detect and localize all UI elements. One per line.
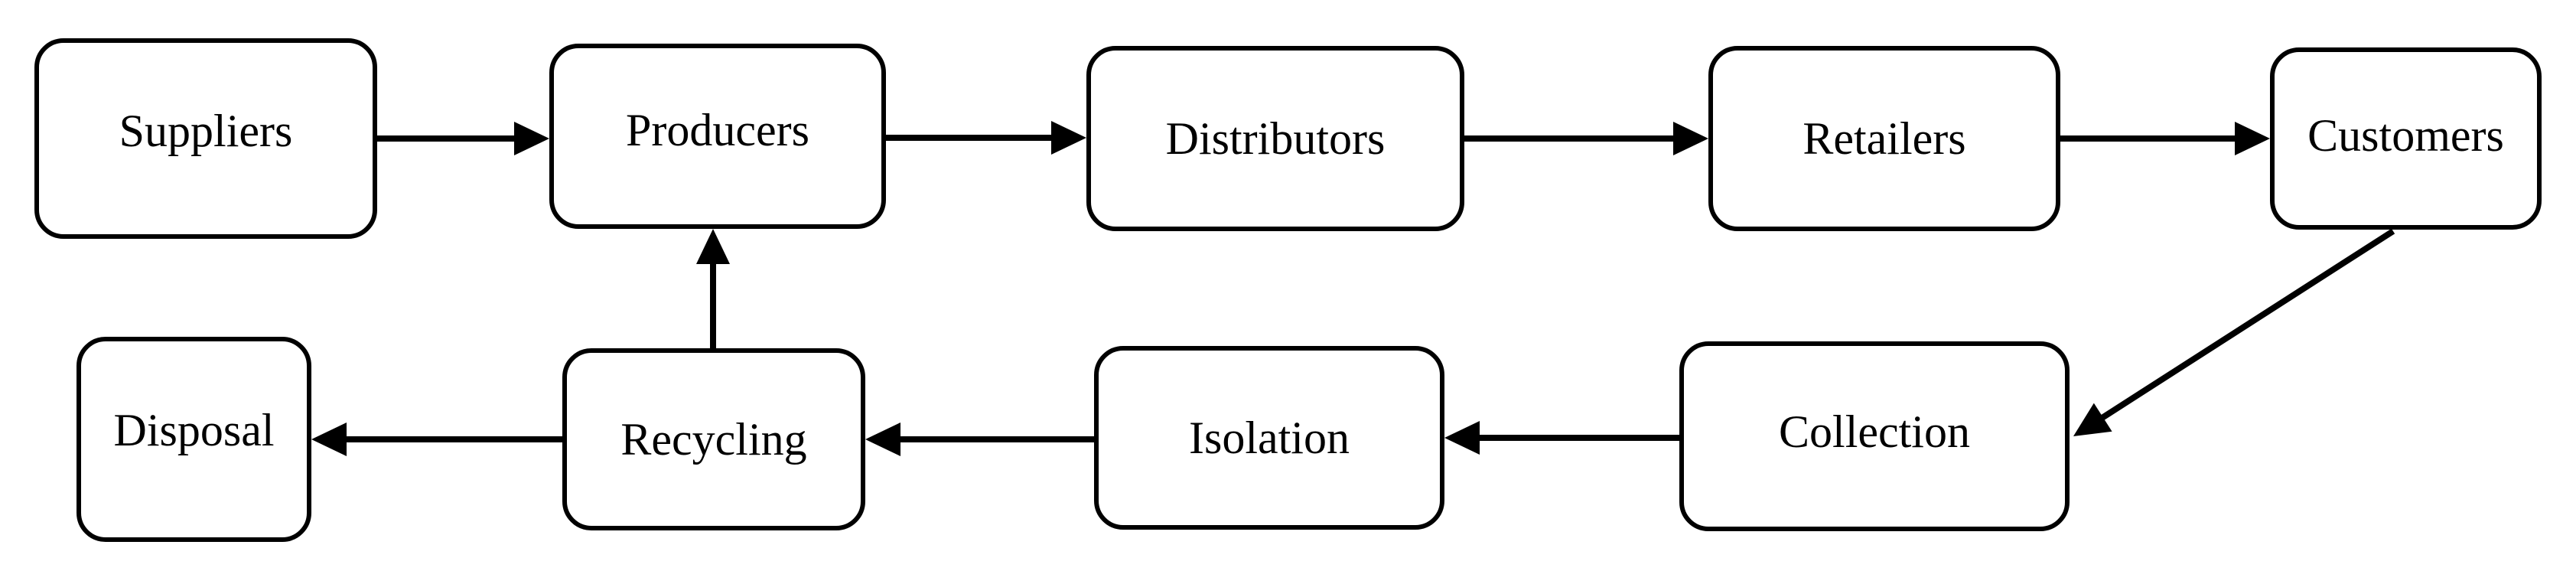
arrow-line-customers-collection bbox=[2099, 228, 2395, 422]
node-label-retailers: Retailers bbox=[1803, 113, 1966, 164]
arrow-recycling-producers bbox=[696, 229, 730, 348]
arrow-isolation-recycling bbox=[865, 423, 1094, 456]
arrow-suppliers-producers bbox=[377, 122, 549, 155]
arrowhead-retailers-customers bbox=[2235, 122, 2270, 155]
node-label-isolation: Isolation bbox=[1189, 413, 1350, 463]
arrowhead-producers-distributors bbox=[1051, 121, 1086, 155]
arrowhead-recycling-disposal bbox=[311, 423, 347, 456]
node-distributors: Distributors bbox=[1086, 46, 1464, 231]
node-label-producers: Producers bbox=[626, 105, 809, 155]
arrowhead-collection-isolation bbox=[1444, 421, 1480, 455]
arrowhead-recycling-producers bbox=[696, 229, 730, 264]
node-customers: Customers bbox=[2270, 47, 2542, 230]
arrowhead-distributors-retailers bbox=[1673, 122, 1708, 155]
arrow-distributors-retailers bbox=[1464, 122, 1708, 155]
node-label-recycling: Recycling bbox=[620, 414, 807, 465]
arrow-producers-distributors bbox=[886, 121, 1086, 155]
arrow-collection-isolation bbox=[1444, 421, 1679, 455]
node-label-disposal: Disposal bbox=[113, 405, 275, 455]
node-isolation: Isolation bbox=[1094, 346, 1444, 530]
node-label-distributors: Distributors bbox=[1165, 113, 1386, 164]
node-retailers: Retailers bbox=[1708, 46, 2060, 231]
node-producers: Producers bbox=[549, 44, 886, 229]
node-label-collection: Collection bbox=[1779, 406, 1970, 457]
node-disposal: Disposal bbox=[77, 337, 311, 542]
arrowhead-customers-collection bbox=[2073, 403, 2112, 436]
arrow-customers-collection bbox=[2073, 228, 2395, 436]
arrow-recycling-disposal bbox=[311, 423, 562, 456]
arrow-retailers-customers bbox=[2060, 122, 2270, 155]
node-label-customers: Customers bbox=[2307, 110, 2504, 161]
node-collection: Collection bbox=[1679, 341, 2070, 531]
node-suppliers: Suppliers bbox=[34, 38, 377, 239]
arrowhead-isolation-recycling bbox=[865, 423, 900, 456]
node-label-suppliers: Suppliers bbox=[119, 106, 293, 156]
arrowhead-suppliers-producers bbox=[514, 122, 549, 155]
node-recycling: Recycling bbox=[562, 348, 865, 530]
